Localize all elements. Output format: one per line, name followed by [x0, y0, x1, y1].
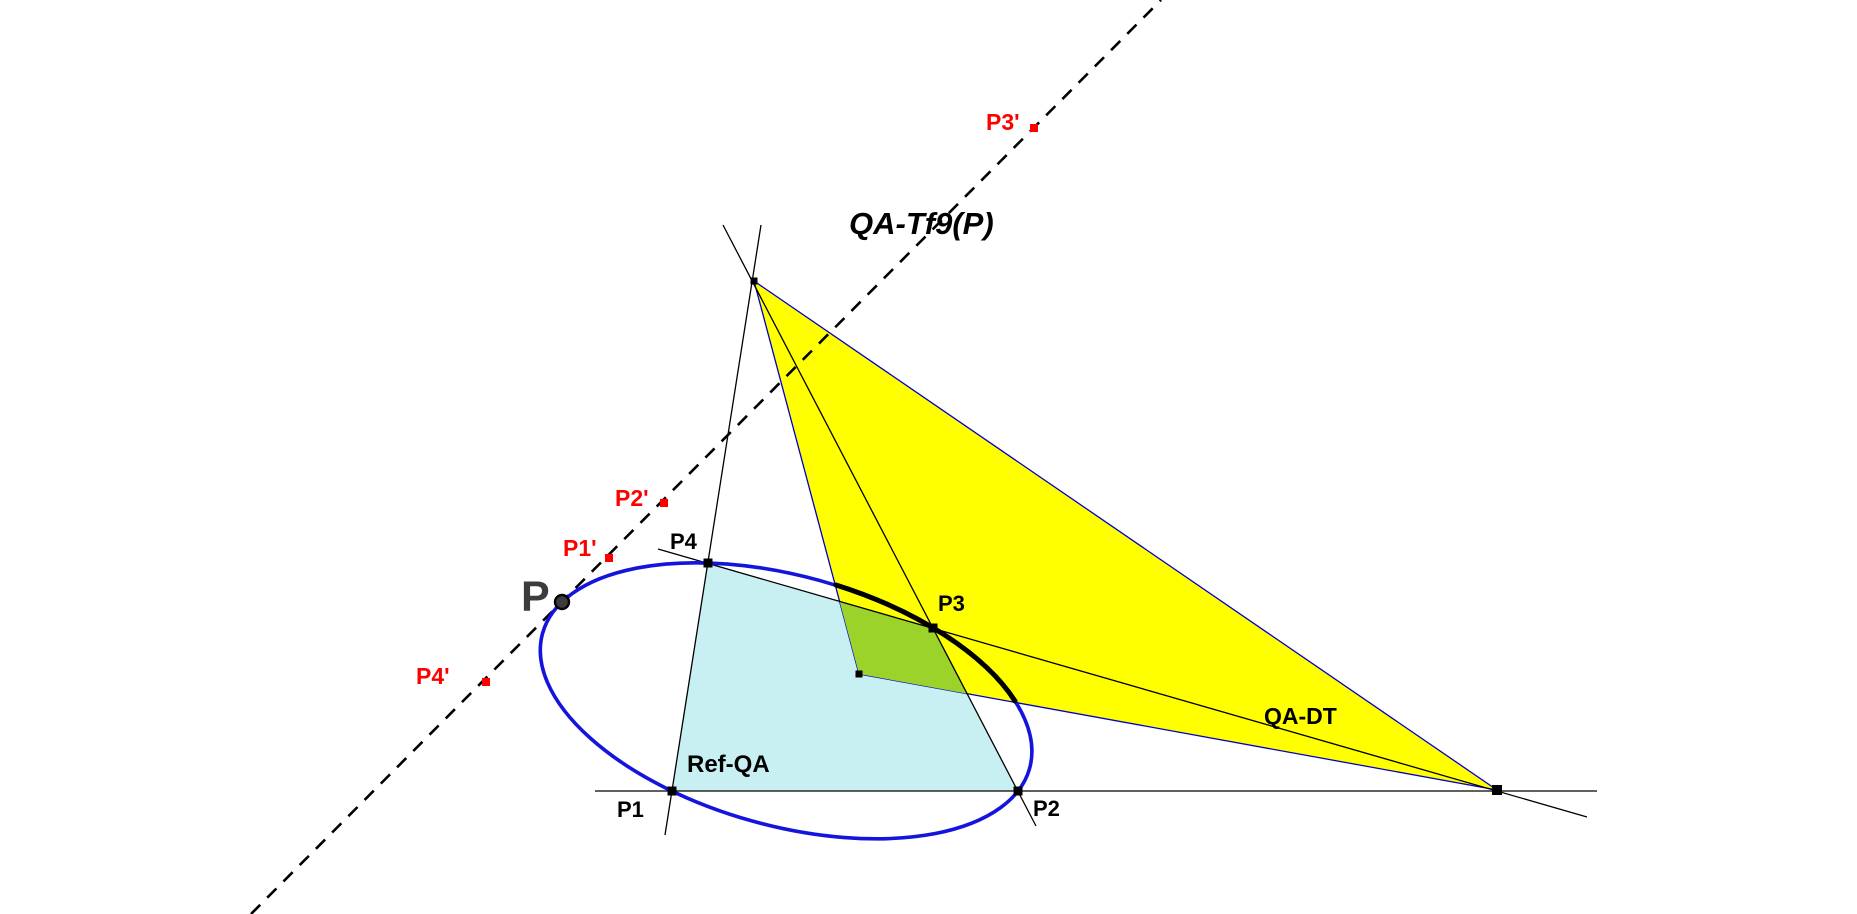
highlighted-conic-arc [833, 582, 1018, 704]
point-p3-prime[interactable] [1030, 124, 1038, 132]
point-p[interactable] [553, 593, 571, 611]
label-p1: P1 [617, 797, 644, 822]
line-p2-p3 [722, 224, 1037, 827]
circumconic-ellipse [538, 560, 1034, 841]
diagram-title: QA-Tf9(P) [849, 206, 994, 241]
point-p2[interactable] [1013, 786, 1023, 796]
label-p4-prime: P4' [416, 663, 450, 689]
ref-quadrilateral-region [672, 563, 1018, 791]
label-ref-qa: Ref-QA [687, 751, 770, 778]
label-p4: P4 [670, 529, 698, 554]
label-p3: P3 [938, 591, 965, 616]
point-dt-top-vertex[interactable] [750, 277, 758, 285]
point-diagonal-crossing[interactable] [855, 670, 863, 678]
overlap-region [839, 601, 968, 694]
point-dt-right-vertex[interactable] [1492, 785, 1502, 795]
label-qa-dt: QA-DT [1264, 703, 1337, 729]
line-p1-p4 [664, 224, 762, 836]
label-p2: P2 [1033, 796, 1060, 821]
point-p4-prime[interactable] [482, 678, 490, 686]
tf9-dashed-line [250, 0, 1162, 914]
point-p3[interactable] [928, 623, 938, 633]
line-p3-p4 [657, 548, 1588, 818]
point-p2-prime[interactable] [660, 499, 668, 507]
point-p4[interactable] [703, 558, 713, 568]
point-p1-prime[interactable] [605, 554, 613, 562]
label-p: P [521, 573, 550, 621]
label-p3-prime: P3' [986, 109, 1020, 135]
label-p2-prime: P2' [615, 485, 649, 511]
label-p1-prime: P1' [563, 535, 597, 561]
point-p1[interactable] [667, 786, 677, 796]
